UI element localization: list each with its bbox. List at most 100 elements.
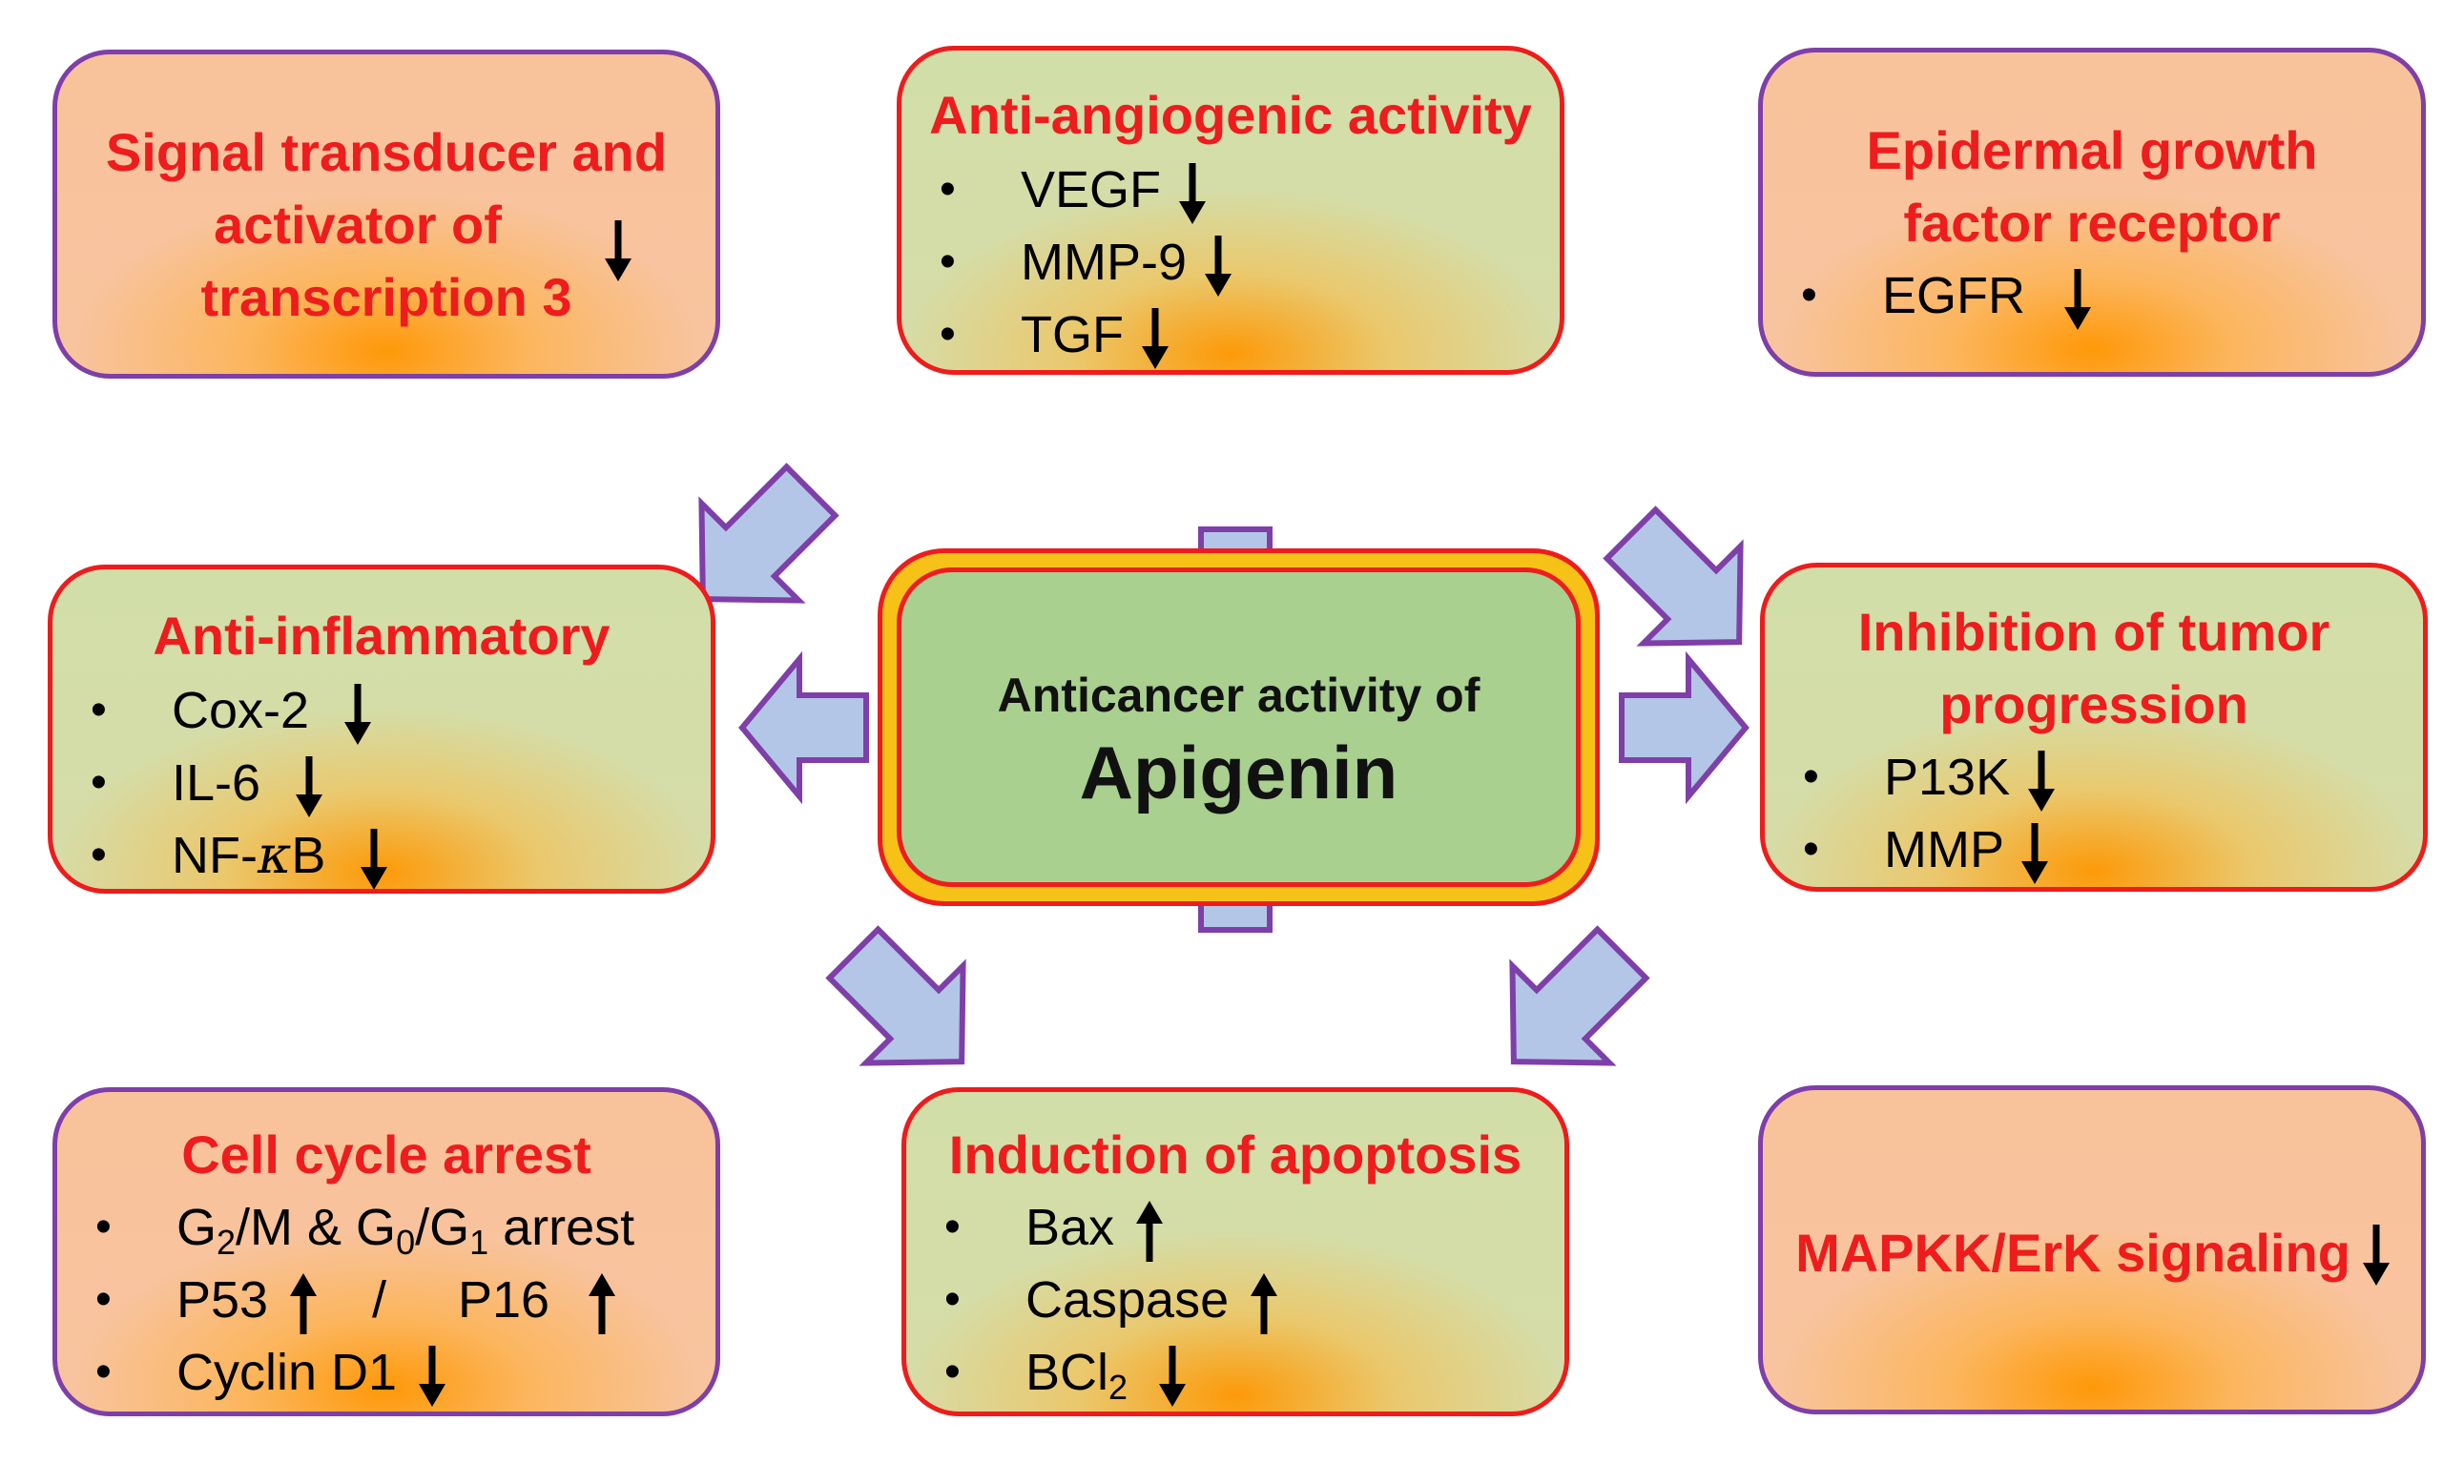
- subscript: 2: [1108, 1368, 1128, 1407]
- box-cell-cycle-arrest: Cell cycle arrest • G2/M & G0/G1 arrest …: [52, 1087, 720, 1416]
- arrow-up-right: [1603, 505, 1744, 647]
- down-arrow-icon: [296, 755, 323, 817]
- tumor-title-line1: Inhibition of tumor: [1857, 602, 2330, 662]
- box-mapkk-erk: MAPKK/ErK signaling: [1758, 1085, 2426, 1414]
- item-label-part: /G: [415, 1199, 470, 1256]
- item-label: NF-: [172, 827, 258, 884]
- bullet: •: [91, 830, 107, 880]
- inflam-item-nfkb: NF-κB: [172, 819, 391, 889]
- angio-title: Anti-angiogenic activity: [929, 85, 1532, 145]
- item-label: Caspase: [1025, 1271, 1230, 1329]
- item-label: VEGF: [1021, 161, 1162, 218]
- down-arrow-icon: [419, 1345, 446, 1407]
- box-egfr: Epidermal growth factor receptor • EGFR: [1758, 48, 2426, 377]
- bullet: •: [95, 1202, 112, 1252]
- item-label: BCl: [1025, 1344, 1109, 1401]
- item-label-part: /M & G: [236, 1199, 397, 1256]
- stat3-title-line1: Signal transducer and: [105, 122, 668, 182]
- box-anti-inflammatory: Anti-inflammatory • Cox-2 • IL-6 • NF-κB: [48, 565, 715, 894]
- stat3-title-line3: transcription 3: [200, 267, 572, 327]
- down-arrow-icon: [344, 683, 372, 745]
- bullet: •: [940, 237, 956, 287]
- inflam-item-cox2: Cox-2: [172, 674, 375, 749]
- item-label: P16: [458, 1271, 550, 1329]
- up-arrow-icon: [1136, 1200, 1164, 1262]
- tumor-title-line2: progression: [1939, 674, 2248, 734]
- cell-item-arrest: G2/M & G0/G1 arrest: [176, 1191, 634, 1264]
- center-inner: Anticancer activity of Apigenin: [897, 567, 1581, 887]
- bullet: •: [91, 685, 107, 735]
- tumor-item-p13k: P13K: [1884, 741, 2059, 815]
- bullet: •: [95, 1347, 112, 1397]
- item-label: Cyclin D1: [176, 1344, 398, 1401]
- bullet: •: [940, 309, 956, 360]
- center-title: Apigenin: [1079, 731, 1398, 814]
- egfr-item: EGFR: [1882, 259, 2095, 334]
- bullet: •: [1801, 270, 1817, 320]
- item-label: TGF: [1021, 306, 1124, 363]
- item-label-suffix: B: [291, 827, 326, 884]
- arrow-left: [738, 650, 869, 805]
- egfr-title-line1: Epidermal growth: [1866, 120, 2318, 180]
- angio-item-tgf: TGF: [1021, 299, 1172, 370]
- cell-item-cyclin: Cyclin D1: [176, 1336, 449, 1411]
- item-label: Cox-2: [172, 682, 310, 739]
- up-arrow-icon: [589, 1272, 616, 1334]
- tumor-item-mmp: MMP: [1884, 814, 2052, 887]
- bullet: •: [944, 1274, 961, 1325]
- cell-separator: /: [372, 1271, 387, 1329]
- box-apoptosis: Induction of apoptosis • Bax • Caspase •…: [901, 1087, 1569, 1416]
- box-stat3: Signal transducer and activator of trans…: [52, 50, 720, 379]
- apop-title: Induction of apoptosis: [948, 1124, 1522, 1185]
- down-arrow-icon: [2021, 822, 2049, 884]
- bullet: •: [91, 757, 107, 808]
- bullet: •: [1803, 752, 1819, 802]
- bullet: •: [95, 1274, 112, 1325]
- subscript: 0: [396, 1223, 416, 1262]
- down-arrow-icon: [1205, 235, 1232, 297]
- apop-item-caspase: Caspase: [1025, 1264, 1281, 1338]
- down-arrow-icon: [2028, 750, 2056, 812]
- egfr-title-line2: factor receptor: [1903, 193, 2281, 253]
- item-label: EGFR: [1882, 267, 2026, 324]
- up-arrow-icon: [290, 1272, 318, 1334]
- angio-item-mmp9: MMP-9: [1021, 226, 1235, 300]
- box-anti-angiogenic: Anti-angiogenic activity • VEGF • MMP-9 …: [897, 46, 1564, 375]
- subscript: 2: [217, 1223, 237, 1262]
- bullet: •: [944, 1202, 961, 1252]
- up-arrow-icon: [1251, 1272, 1278, 1334]
- cell-item-p53: P53: [176, 1264, 321, 1338]
- stat3-title-line2: activator of: [214, 195, 502, 255]
- arrow-right: [1619, 650, 1750, 805]
- bullet: •: [1803, 824, 1819, 875]
- down-arrow-icon: [2363, 1225, 2390, 1286]
- mapk-title: MAPKK/ErK signaling: [1795, 1223, 2350, 1283]
- center-block: Anticancer activity of Apigenin: [878, 548, 1600, 906]
- stat3-down-arrow-icon: [605, 220, 632, 281]
- inflam-title: Anti-inflammatory: [153, 606, 611, 666]
- cell-item-p16: P16: [458, 1264, 619, 1338]
- item-label: MMP-9: [1021, 234, 1187, 291]
- down-arrow-icon: [1142, 307, 1169, 369]
- subscript: 1: [469, 1223, 489, 1262]
- center-subtitle: Anticancer activity of: [997, 669, 1480, 722]
- item-label: G: [176, 1199, 217, 1256]
- down-arrow-icon: [2064, 268, 2092, 330]
- kappa-symbol: κ: [257, 825, 292, 885]
- item-label: P13K: [1884, 749, 2011, 806]
- item-label: P53: [176, 1271, 269, 1329]
- arrow-up-left: [698, 463, 839, 604]
- down-arrow-icon: [361, 828, 388, 889]
- down-arrow-icon: [1159, 1345, 1187, 1407]
- arrow-down-left: [825, 925, 966, 1066]
- cell-title: Cell cycle arrest: [181, 1124, 591, 1185]
- item-label: MMP: [1884, 821, 2004, 878]
- down-arrow-icon: [1179, 162, 1207, 224]
- box-tumor-progression: Inhibition of tumor progression • P13K •…: [1760, 563, 2428, 892]
- apop-item-bcl2: BCl2: [1025, 1336, 1190, 1411]
- arrow-down-right: [1509, 925, 1650, 1066]
- inflam-item-il6: IL-6: [172, 747, 326, 821]
- apop-item-bax: Bax: [1025, 1191, 1167, 1266]
- bullet: •: [940, 164, 956, 215]
